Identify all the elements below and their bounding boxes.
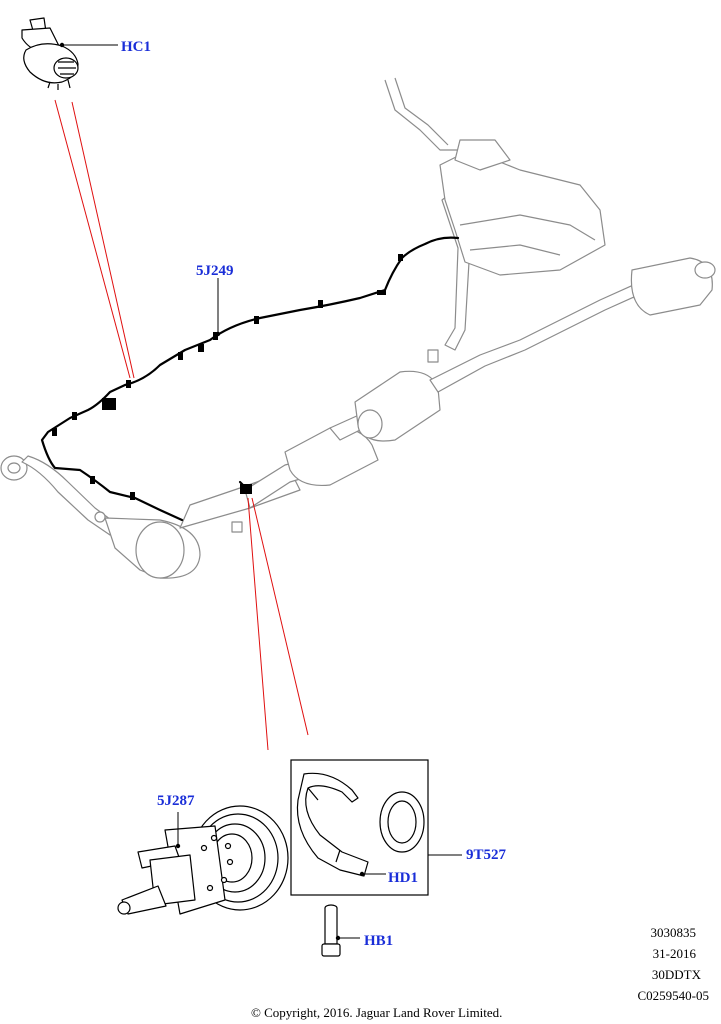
ref-number: 3030835 (650, 925, 697, 940)
connector-hc1-illustration (21, 17, 79, 90)
leader-dot-hb1 (335, 935, 341, 941)
callout-hb1[interactable]: HB1 (364, 933, 394, 949)
bolt-hb1-illustration (321, 904, 341, 957)
clip-hd1-illustration (296, 772, 369, 877)
leader-dot-5j249 (215, 331, 221, 337)
seal-ring-illustration (379, 791, 425, 853)
callout-9t527[interactable]: 9T527 (466, 847, 507, 863)
model-code: 30DDTX (651, 967, 701, 982)
leader-dot-hd1 (359, 871, 365, 877)
exhaust-system (0, 77, 716, 579)
callout-hd1[interactable]: HD1 (388, 870, 418, 886)
red-leader-lines (54, 99, 309, 751)
harness-clips (52, 254, 403, 500)
callout-5j287[interactable]: 5J287 (157, 793, 195, 809)
kit-box-9t527 (290, 759, 429, 896)
illustration-id: C0259540-05 (637, 988, 710, 1003)
date-code: 31-2016 (652, 946, 696, 961)
copyright-text: © Copyright, 2016. Jaguar Land Rover Lim… (251, 1005, 503, 1020)
callout-5j249[interactable]: 5J249 (196, 263, 234, 279)
sensor-5j287-illustration (117, 805, 289, 915)
leader-dot-hc1 (59, 42, 65, 48)
leader-dot-5j287 (175, 843, 181, 849)
callout-hc1[interactable]: HC1 (121, 39, 151, 55)
